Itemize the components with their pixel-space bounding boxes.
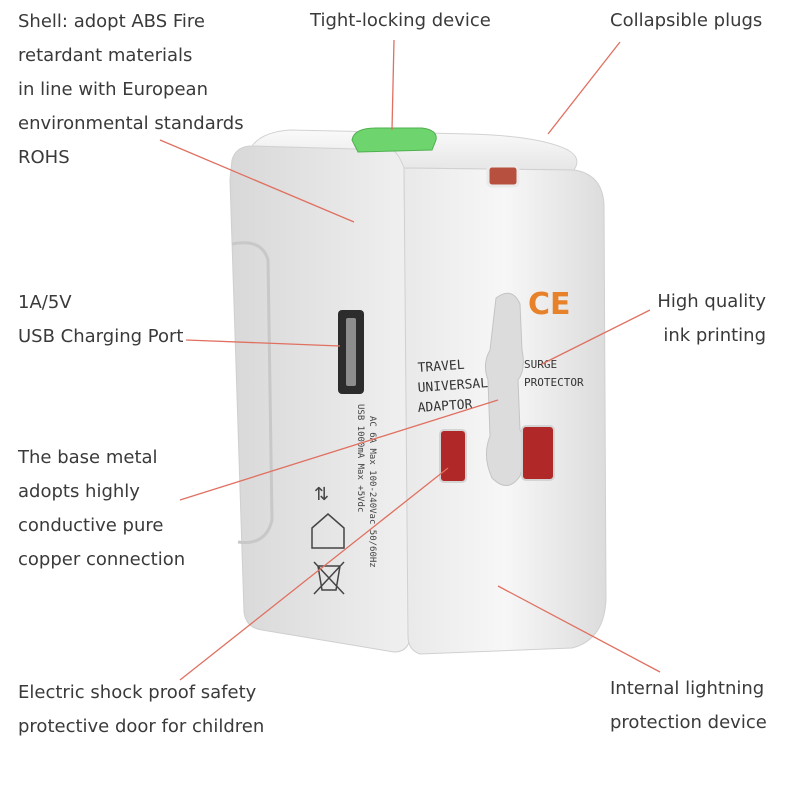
leader-line-shock-proof (179, 467, 449, 681)
callout-collapsible-line: Collapsible plugs (610, 10, 763, 31)
callout-ink-printing: High quality ink printing (657, 285, 766, 353)
callout-base-metal-line: The base metal (18, 447, 158, 468)
socket-shutter-left (439, 429, 467, 483)
leader-line-base-metal (179, 399, 499, 501)
callout-shell-line: ROHS (18, 147, 70, 168)
callout-base-metal-line: copper connection (18, 549, 186, 570)
callout-shell: Shell: adopt ABS Fire retardant material… (18, 5, 244, 175)
callout-shell-line: environmental standards (18, 113, 244, 134)
callout-collapsible: Collapsible plugs (610, 4, 762, 38)
callout-shock-proof-line: protective door for children (18, 716, 265, 737)
side-spec-line-1: AC 6A Max 100-240Vac 50/60Hz (367, 416, 377, 568)
collapsible-plug-slot (486, 164, 520, 188)
leader-line-shell (159, 139, 355, 223)
callout-lightning-line: Internal lightning (610, 678, 765, 699)
callout-shell-line: Shell: adopt ABS Fire (18, 11, 205, 32)
leader-lines (159, 39, 661, 681)
callout-tight-locking-line: Tight-locking device (310, 10, 491, 31)
indoor-use-icon (311, 513, 345, 549)
face-label-travel: TRAVEL (417, 358, 465, 376)
leader-line-lightning (497, 585, 661, 673)
universal-socket-hole (484, 292, 526, 486)
callout-shock-proof-line: Electric shock proof safety (18, 682, 257, 703)
callout-tight-locking: Tight-locking device (310, 4, 491, 38)
callout-ink-printing-line: ink printing (663, 325, 766, 346)
leader-line-tight-locking (391, 39, 395, 131)
callout-base-metal-line: adopts highly (18, 481, 140, 502)
usb-port-tongue (346, 318, 356, 386)
face-label-surge: SURGE (524, 358, 557, 371)
callout-shell-line: in line with European (18, 79, 208, 100)
leader-line-collapsible (547, 41, 621, 135)
callout-lightning: Internal lightning protection device (610, 672, 767, 740)
tight-locking-button (351, 127, 437, 153)
face-label-universal: UNIVERSAL (417, 376, 488, 396)
callout-base-metal-line: conductive pure (18, 515, 164, 536)
callout-shell-line: retardant materials (18, 45, 193, 66)
ce-mark: CE (528, 287, 571, 322)
callout-usb-port-line: 1A/5V (18, 292, 72, 313)
leader-line-ink (541, 309, 651, 365)
socket-shutter-right (521, 425, 555, 481)
callout-lightning-line: protection device (610, 712, 767, 733)
adapter-side-groove (231, 241, 274, 545)
side-spec-line-2: USB 1000mA Max +5Vdc (355, 404, 365, 512)
callout-usb-port-line: USB Charging Port (18, 326, 184, 347)
callout-usb-port: 1A/5V USB Charging Port (18, 286, 183, 354)
callout-ink-printing-line: High quality (657, 291, 766, 312)
face-label-adaptor: ADAPTOR (417, 397, 473, 416)
weee-bin-icon (313, 561, 345, 595)
usb-symbol-icon: ⇅ (314, 484, 329, 505)
leader-line-usb (185, 339, 341, 347)
callout-shock-proof: Electric shock proof safety protective d… (18, 676, 264, 744)
face-label-protector: PROTECTOR (524, 376, 584, 389)
callout-base-metal: The base metal adopts highly conductive … (18, 441, 185, 577)
